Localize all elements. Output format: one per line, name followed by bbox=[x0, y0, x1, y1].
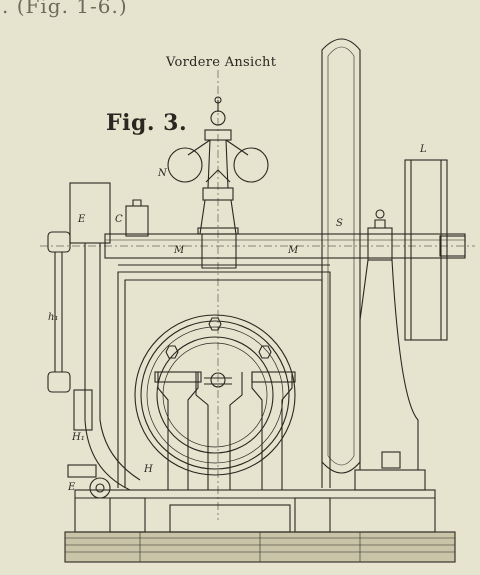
label-s: S bbox=[336, 218, 343, 229]
label-e-lower: E bbox=[67, 482, 76, 493]
right-frame bbox=[354, 209, 426, 491]
figure-label: Fig. 3. bbox=[106, 110, 188, 136]
base-plate bbox=[74, 489, 436, 533]
label-l: L bbox=[419, 144, 427, 155]
housing-nuts bbox=[165, 317, 272, 359]
label-e-upper: E bbox=[77, 214, 86, 225]
center-lines bbox=[40, 70, 475, 520]
label-h: H bbox=[143, 464, 153, 475]
flywheel-belt bbox=[321, 38, 361, 474]
piston-rods bbox=[154, 371, 296, 491]
view-title: Vordere Ansicht bbox=[166, 55, 277, 70]
label-m-left: M bbox=[173, 245, 185, 256]
label-h1: h₁ bbox=[48, 312, 58, 323]
left-frame bbox=[47, 182, 149, 499]
header-fragment: . (Fig. 1-6.) bbox=[2, 0, 128, 18]
pulley bbox=[404, 159, 448, 341]
wooden-foundation bbox=[64, 531, 456, 563]
label-h1-upper: H₁ bbox=[71, 432, 85, 443]
label-c: C bbox=[115, 214, 123, 225]
label-n: N bbox=[157, 168, 168, 179]
cylinder-disc bbox=[134, 314, 296, 476]
label-m-right: M bbox=[287, 245, 299, 256]
